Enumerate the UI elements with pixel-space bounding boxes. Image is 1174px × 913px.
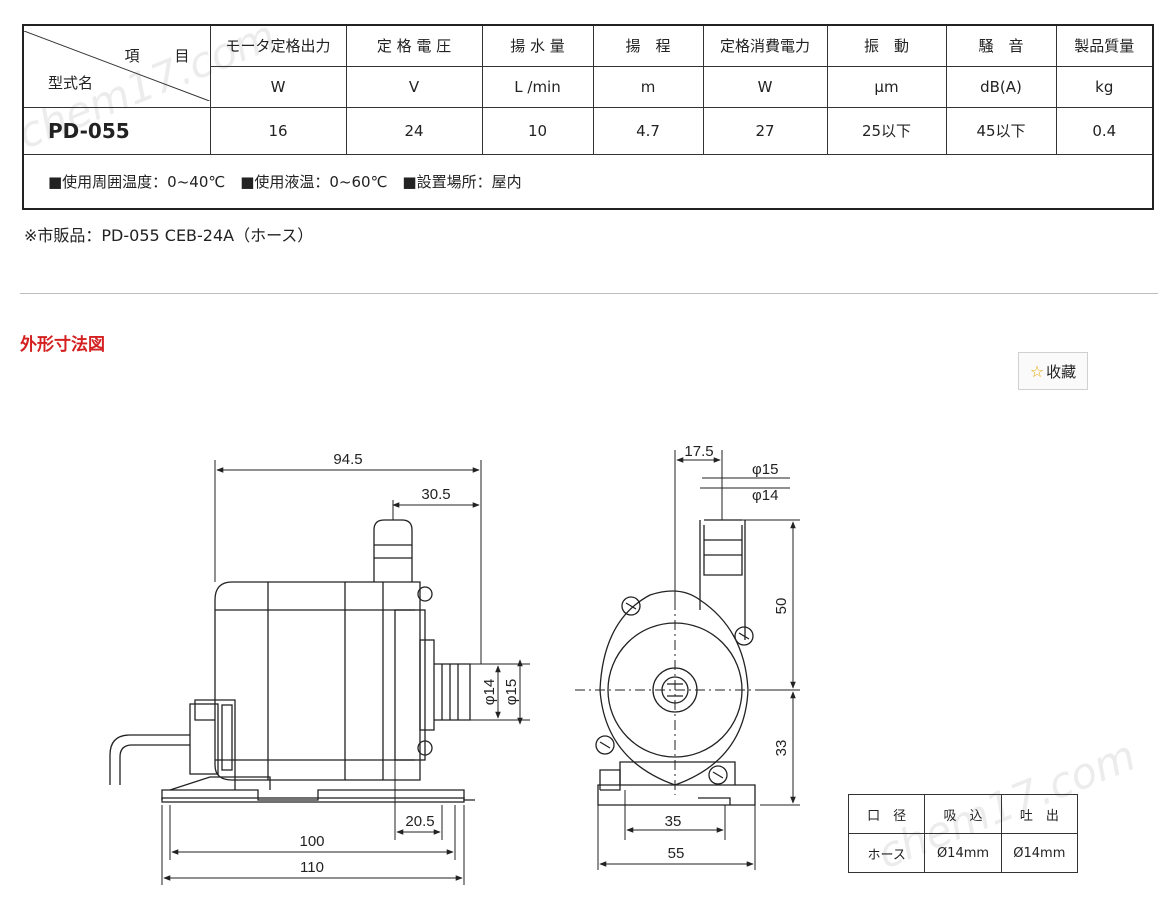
dim-20-5: 20.5 [405,813,434,830]
spec-value: 25以下 [826,106,947,155]
port-cell: ホース [847,833,926,873]
star-icon: ☆ [1029,361,1045,381]
dim-30-5: 30.5 [421,486,450,503]
dim-phi14-front: φ14 [752,487,778,504]
divider [20,293,1158,294]
product-note: ※市販品：PD-055 CEB-24A（ホース） [24,226,314,245]
spec-value: 10 [481,106,594,155]
corner-header: 項 目 型式名 [22,23,211,108]
spec-value: 16 [209,106,347,155]
dim-50: 50 [773,598,790,615]
port-cell: Ø14mm [1000,833,1079,873]
port-header: 吐 出 [1000,794,1079,834]
favorite-label: 收藏 [1046,362,1077,381]
side-view-dims [161,460,530,885]
favorite-button[interactable]: ☆ 收藏 [1018,352,1088,390]
dim-94-5: 94.5 [333,451,362,468]
dim-33: 33 [773,740,790,757]
dim-phi14-side: φ14 [481,679,498,705]
dim-17-5: 17.5 [684,443,713,460]
item-label: 項 目 [124,47,200,66]
side-view [109,519,475,803]
port-cell: Ø14mm [924,833,1002,873]
spec-value: 4.7 [592,106,704,155]
spec-value: 0.4 [1055,106,1154,155]
port-header: 吸 込 [924,794,1002,834]
model-label: 型式名 [48,74,94,93]
section-title: 外形寸法図 [20,335,105,355]
front-view-dims [597,450,800,870]
dim-phi15-front: φ15 [752,461,778,478]
spec-value: 45以下 [945,106,1057,155]
model-name: PD-055 [22,106,211,155]
usage-conditions: ■使用周囲温度：0~40℃ ■使用液温：0~60℃ ■設置場所：屋内 [22,153,1154,210]
dim-35: 35 [665,813,682,830]
dim-110: 110 [300,859,324,876]
table-row: PD-055 16 24 10 4.7 27 25以下 45以下 0.4 [22,106,1154,155]
dim-phi15-side: φ15 [503,679,520,705]
port-header: 口 径 [847,794,926,834]
dim-55: 55 [668,845,685,862]
dim-100: 100 [299,833,324,850]
spec-value: 24 [345,106,483,155]
port-table: 口 径 吸 込 吐 出 ホース Ø14mm Ø14mm [847,794,1079,873]
